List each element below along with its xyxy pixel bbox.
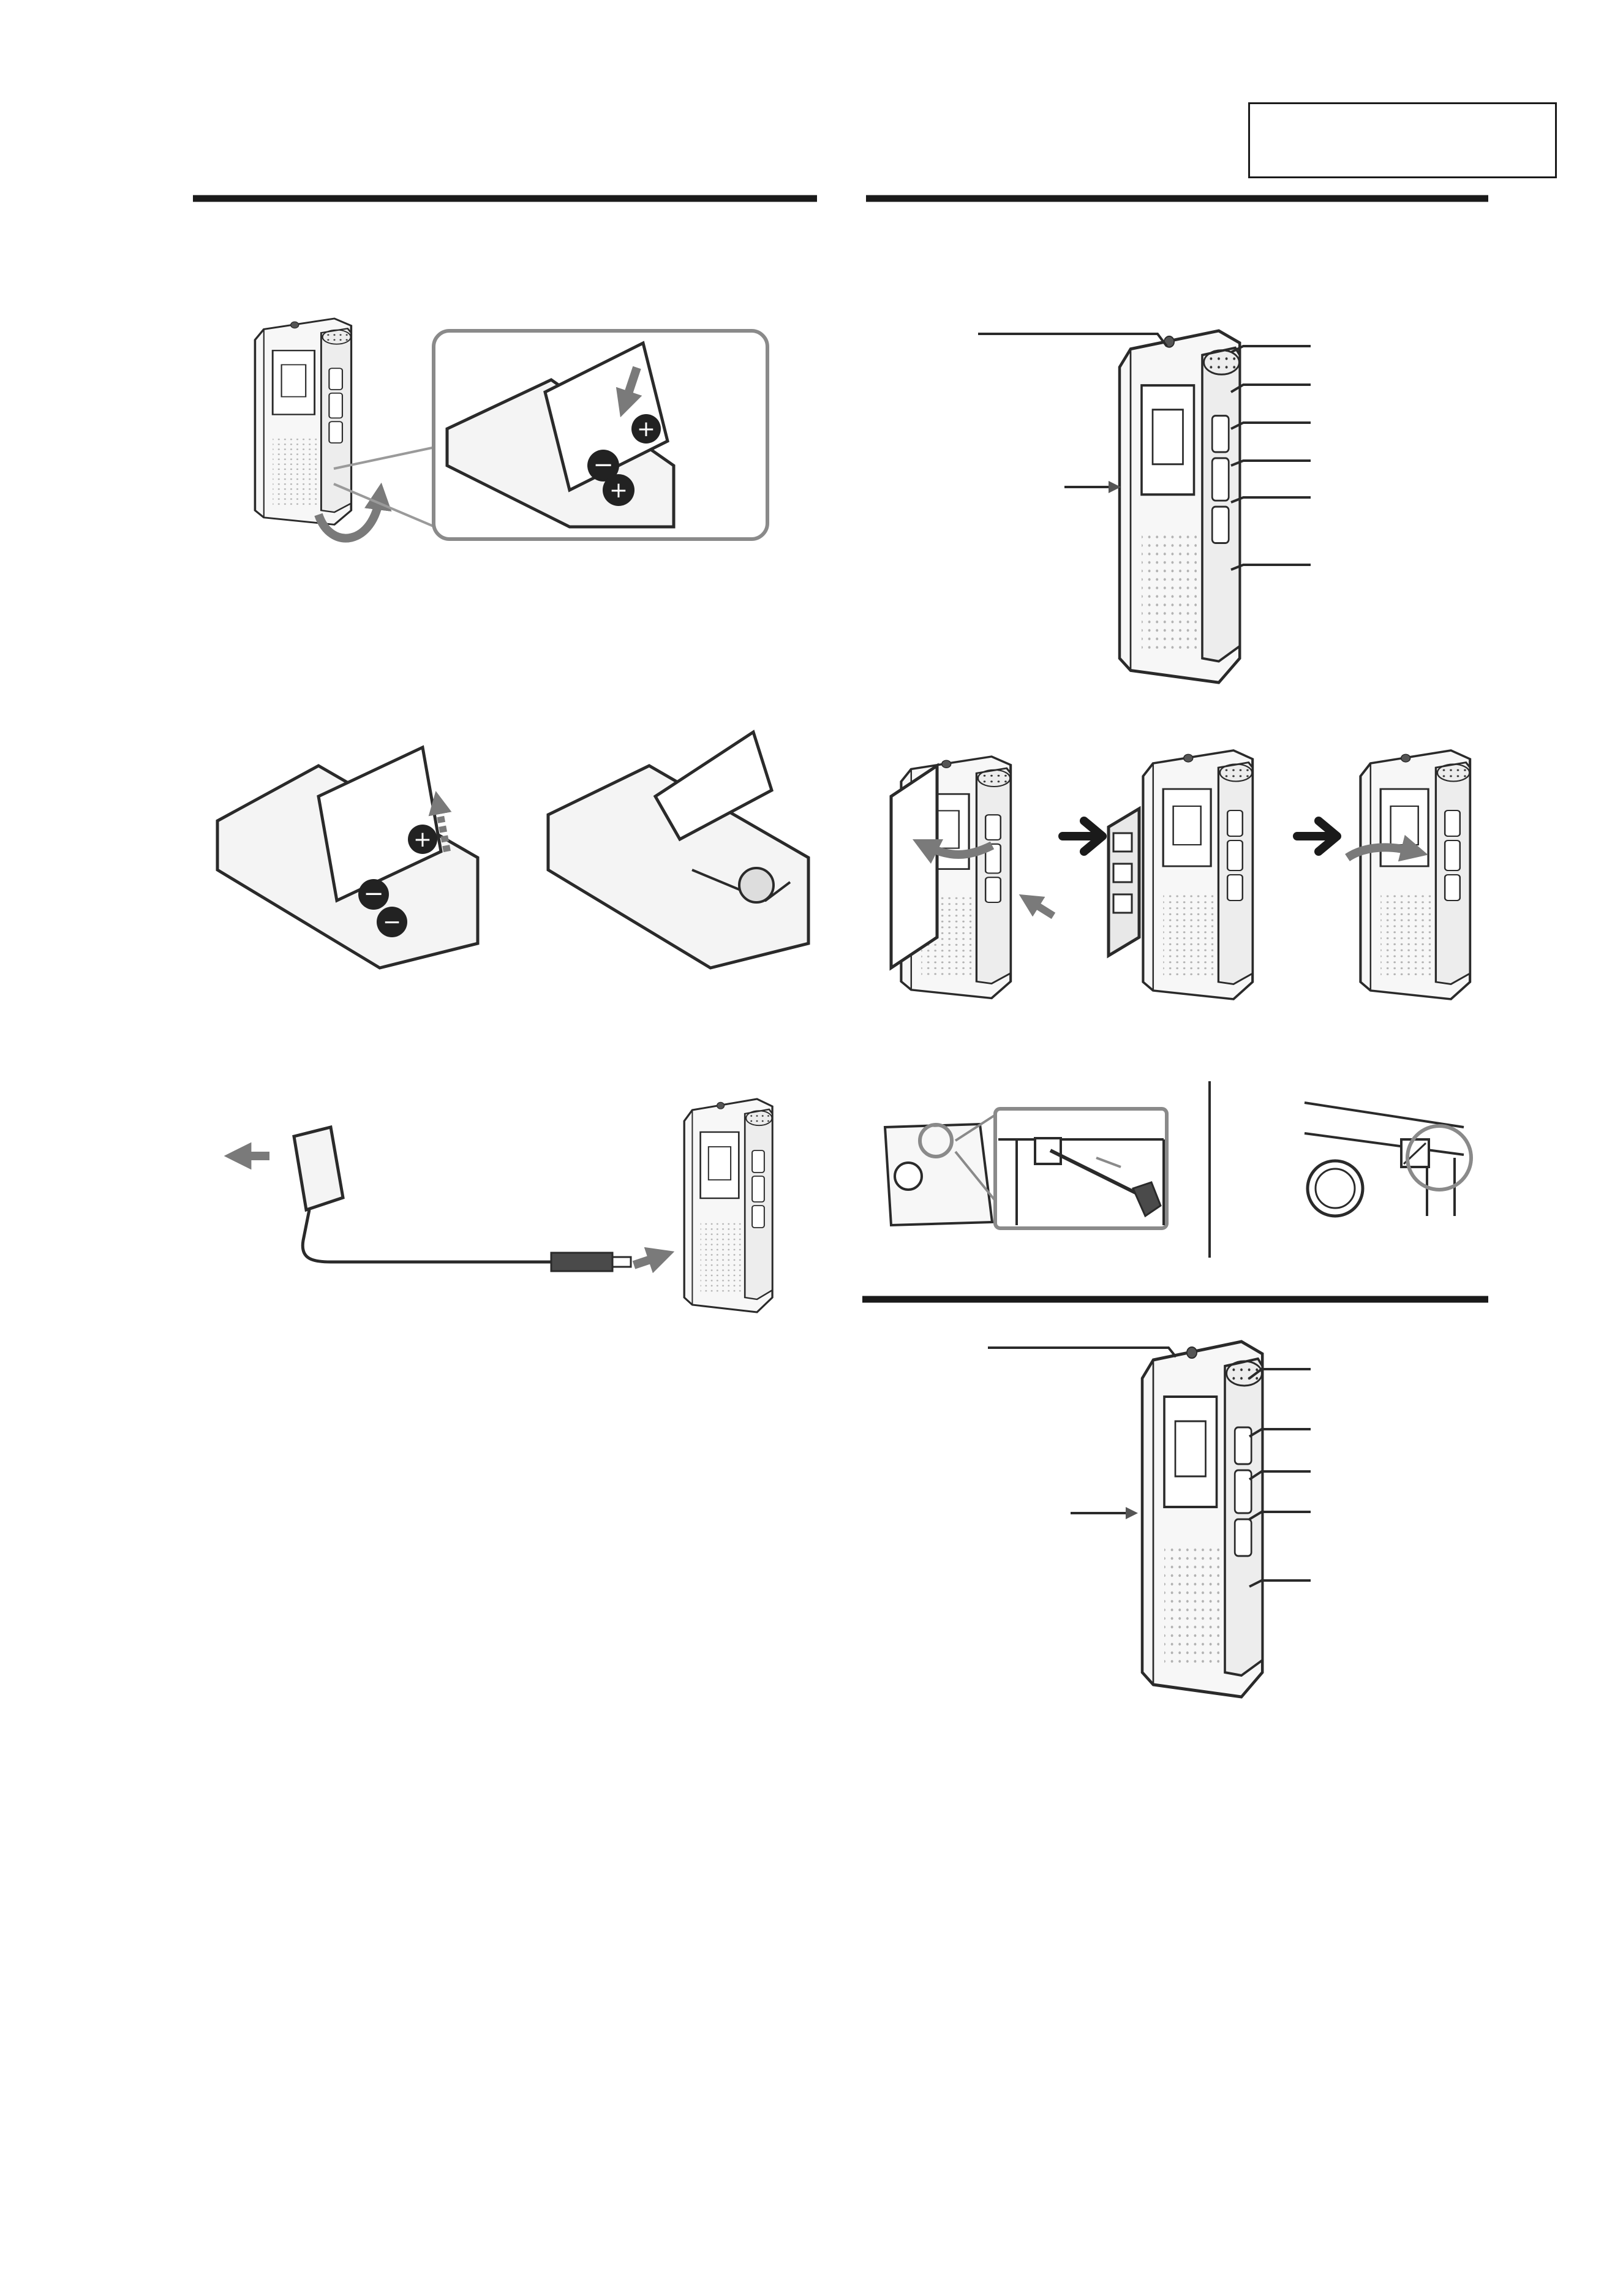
svg-text:+: + [637,417,655,442]
screwdriver-icon [1049,1149,1162,1218]
ac-adaptor-icon [292,1125,632,1272]
svg-text:−: − [363,880,384,908]
recorder-front-icon [1120,331,1240,682]
close-door-icon [1345,750,1470,999]
figure-ac-adaptor [224,1098,774,1313]
tab-break-icon [883,1107,1169,1230]
language-tab-box [1248,102,1557,178]
figure-erase-protection [883,1081,1473,1258]
callout-line-icon [978,333,1311,571]
svg-text:+: + [413,827,432,852]
svg-text:+: + [609,478,628,503]
recorder-icon [683,1098,774,1313]
figure-battery-removal: − − + [216,730,810,970]
open-lid-arrow-icon [314,482,392,543]
open-door-icon [889,757,1056,998]
insert-cassette-icon [1107,750,1252,999]
callout-line-icon [988,1346,1311,1588]
svg-text:−: − [383,910,401,935]
svg-text:−: − [593,451,614,479]
recorder-icon [254,317,353,526]
step-arrow-icon [1058,817,1341,856]
battery-compartment-icon: − + + [445,341,676,529]
figure-battery-insertion: − + + [254,317,769,543]
figure-cassette-insertion-steps [889,750,1470,999]
empty-compartment-icon [546,730,810,970]
recorder-front-icon [1142,1342,1262,1697]
tab-cover-icon [1304,1101,1473,1218]
figure-recorder-parts-playback [988,1342,1311,1697]
figure-recorder-parts-recording [978,331,1311,682]
battery-eject-icon: − − + [216,745,480,970]
